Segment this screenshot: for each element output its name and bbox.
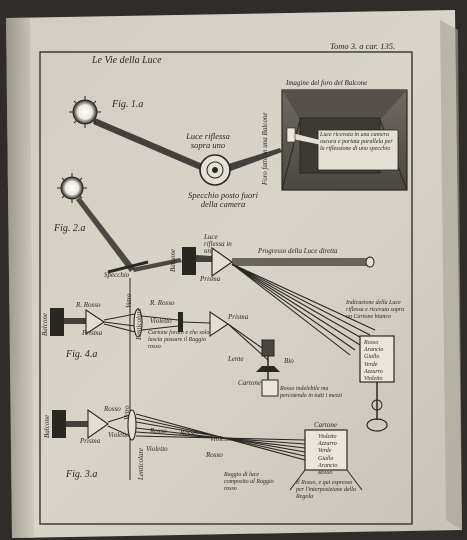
fig2-prism [211, 246, 234, 278]
fig3-lens [127, 409, 137, 441]
fig3-prism-label: Prisma [80, 437, 101, 445]
fig3-violet3-label: Violetto [210, 435, 232, 443]
fig4-red-indelible-label: Rosso indelebile ma percotendo in tutti … [280, 386, 343, 400]
fig1-sun-top [69, 96, 101, 128]
fig4-lens [133, 308, 143, 338]
header-ref: Tomo 3. a car. 135. [330, 41, 396, 51]
fig2-glass-label: Vetro [125, 293, 133, 308]
fig1-mirror-label: Specchio posto fuori della camera [188, 190, 258, 209]
fig2-lenticular-label: Lenticolare [135, 307, 143, 340]
fig1-inset-title: Imagine del foro del Balcone [286, 79, 368, 87]
plate-frame [39, 51, 413, 525]
fig4-balcone [50, 308, 64, 336]
fig4-card [359, 335, 395, 383]
fig3-label: Fig. 3.a [66, 469, 98, 480]
fig1-vertical-label: Foro fatto in una Balcone [261, 112, 269, 185]
fig3-balcone-label: Balcone [43, 415, 51, 438]
fig4-red-label: R. Rosso [76, 301, 101, 309]
fig2-balcone [182, 247, 196, 275]
fig3-violet-label: Violetto [108, 431, 130, 439]
fig1-inset [281, 89, 408, 191]
fig4-prism [85, 308, 105, 336]
fig3-colors-list: Violetto Azzurro Verde Giallo Arancio Ro… [318, 434, 338, 476]
header-title: Le Vie della Luce [92, 55, 162, 66]
fig3-cardboard-label: Cartone [314, 421, 337, 429]
fig2-mirror [107, 260, 149, 274]
fig4-balcone-label: Balcone [41, 313, 49, 336]
fig2-prism-label: Prisma [200, 275, 221, 283]
fig3-red4-label: Rosso [206, 451, 223, 459]
fig1-label: Fig. 1.a [112, 99, 144, 110]
fig2-progress-label: Progresso della Luce diretta [258, 247, 338, 255]
fig1-reflected-label: Luce riflessa sopra uno [186, 131, 230, 150]
fig2-label: Fig. 2.a [54, 223, 86, 234]
fig3-card [304, 429, 348, 471]
fig2-sun [57, 173, 87, 203]
fig1-inset-caption: Luce ricevuta in una camera oscura e por… [320, 132, 393, 152]
fig3-red3-label: Rosso [180, 429, 197, 437]
fig3-violet2-label: Violetto [146, 445, 168, 453]
fig3-glass-label: Vetro [123, 405, 131, 420]
fig4-red2-label: R. Rosso [150, 299, 175, 307]
fig4-label: Fig. 4.a [66, 349, 98, 360]
fig2-mirror-label: Specchio [104, 271, 130, 279]
fig4-prism-label: Prisma [82, 329, 103, 337]
fig4-light-indication-label: Indicazione della Luce riflessa e ricevu… [346, 300, 405, 321]
fig3-prism [87, 408, 109, 440]
fig4-prism2-label: Prisma [228, 313, 249, 321]
fig2-balcone-label: Balcone [169, 249, 177, 272]
fig3-note-left: Raggio di luce composito al Raggio rosso [224, 472, 274, 493]
page-paper [6, 10, 462, 538]
fig3-red2-label: Rosso [150, 427, 167, 435]
fig4-bio-label: Bio [284, 357, 294, 365]
fig4-lens-label: Lente [228, 355, 244, 363]
fig4-colors-list: Rosso Arancio Giallo Verde Azzurro Viole… [364, 340, 384, 382]
fig4-violet-label: Violetto [150, 317, 172, 325]
fig3-lenticular-label: Lenticolare [137, 447, 145, 480]
fig3-balcone [52, 410, 66, 438]
fig4-cardboard-label: Cartone forato e che solo lascia passare… [148, 330, 210, 351]
fig3-note-right: Il Rosso, e qui espresso per l'interposi… [296, 480, 356, 501]
fig3-red-label: Rosso [104, 405, 121, 413]
fig2-reflected-label: Luce riflessa in un [204, 233, 232, 255]
fig4-cardboard2-label: Cartone [238, 379, 261, 387]
